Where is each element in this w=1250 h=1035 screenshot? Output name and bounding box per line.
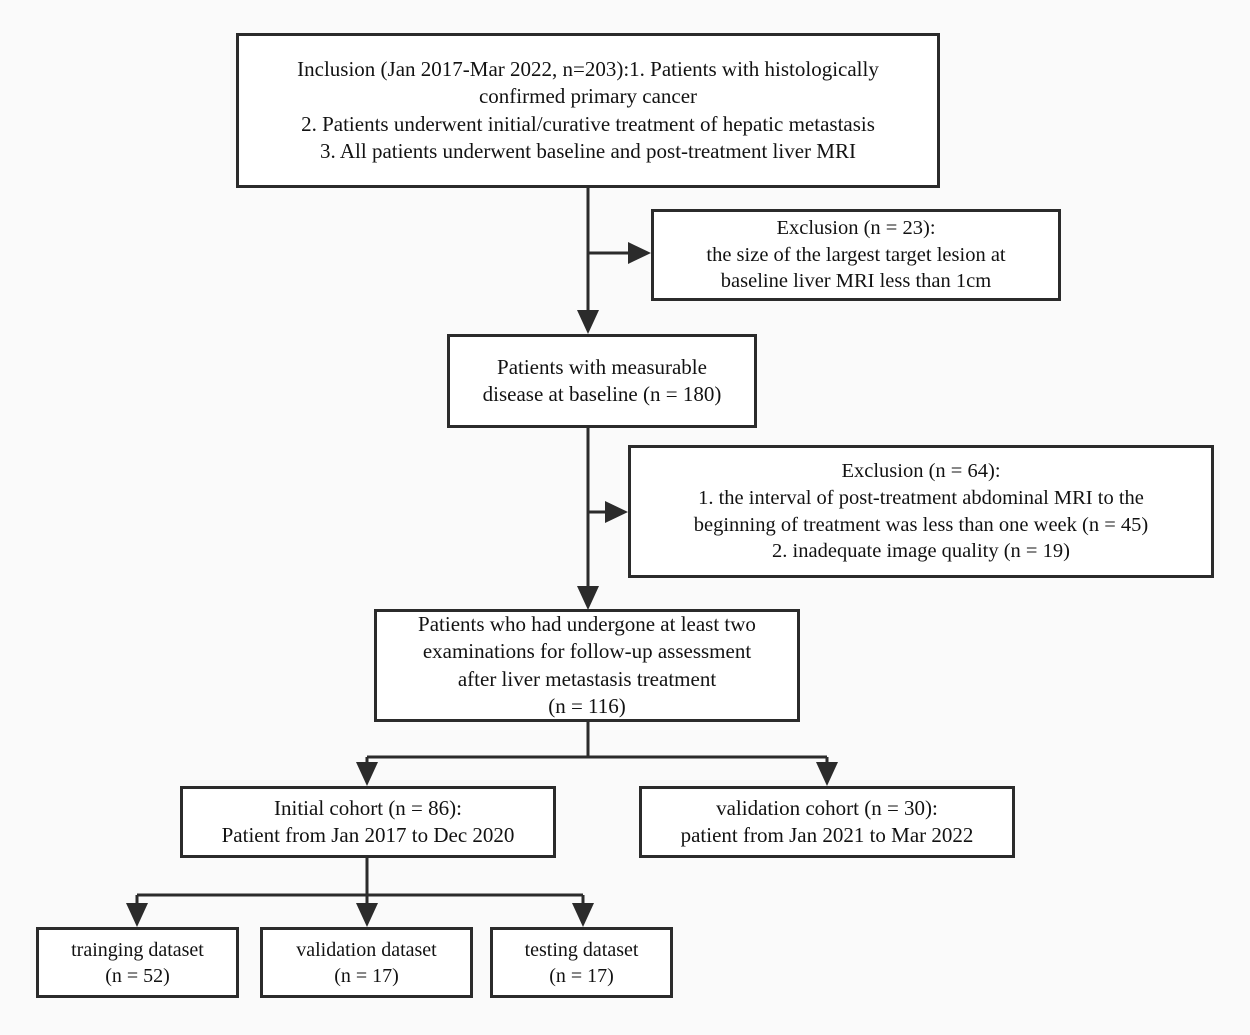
node-followup-patients[interactable]: Patients who had undergone at least two …	[374, 609, 800, 722]
node-validation-cohort-line-2: patient from Jan 2021 to Mar 2022	[680, 823, 974, 847]
arrowhead-followup	[577, 586, 599, 610]
node-initial-cohort[interactable]: Initial cohort (n = 86): Patient from Ja…	[180, 786, 556, 858]
arrowhead-validation-cohort	[816, 762, 838, 786]
node-training-dataset-line-1: trainging dataset	[71, 938, 204, 961]
node-testing-dataset-line-2: (n = 17)	[549, 964, 614, 987]
node-initial-cohort-line-1: Initial cohort (n = 86):	[274, 795, 462, 820]
node-followup-line-4: (n = 116)	[548, 693, 626, 718]
node-validation-cohort-line-1: validation cohort (n = 30):	[716, 795, 938, 820]
node-measurable-disease[interactable]: Patients with measurable disease at base…	[447, 334, 757, 428]
node-validation-dataset-line-1: validation dataset	[296, 938, 437, 961]
node-initial-cohort-line-2: Patient from Jan 2017 to Dec 2020	[221, 823, 515, 847]
arrowhead-training-dataset	[126, 903, 148, 927]
node-measurable-line-2: disease at baseline (n = 180)	[482, 382, 722, 406]
arrowhead-testing-dataset	[572, 903, 594, 927]
node-testing-dataset[interactable]: testing dataset (n = 17)	[490, 927, 673, 998]
arrowhead-measurable	[577, 310, 599, 334]
arrowhead-exclusion2	[605, 501, 628, 523]
node-inclusion-line-2: confirmed primary cancer	[478, 84, 698, 109]
node-testing-dataset-line-1: testing dataset	[524, 938, 639, 961]
node-exclusion-2-line-3: beginning of treatment was less than one…	[693, 513, 1149, 536]
arrowhead-exclusion1	[628, 242, 651, 264]
node-inclusion[interactable]: Inclusion (Jan 2017-Mar 2022, n=203):1. …	[236, 33, 940, 188]
arrowhead-validation-dataset	[356, 903, 378, 927]
node-inclusion-line-4: 3. All patients underwent baseline and p…	[320, 138, 856, 163]
node-exclusion-2-line-1: Exclusion (n = 64):	[841, 460, 1001, 483]
node-inclusion-line-1: Inclusion (Jan 2017-Mar 2022, n=203):1. …	[297, 56, 879, 81]
arrowhead-initial-cohort	[356, 762, 378, 786]
node-validation-dataset-line-2: (n = 17)	[334, 964, 399, 987]
node-exclusion-1-line-3: baseline liver MRI less than 1cm	[720, 270, 992, 293]
node-validation-cohort[interactable]: validation cohort (n = 30): patient from…	[639, 786, 1015, 858]
node-followup-line-1: Patients who had undergone at least two	[418, 611, 756, 636]
node-exclusion-2-line-2: 1. the interval of post-treatment abdomi…	[698, 486, 1144, 509]
node-exclusion-1-line-2: the size of the largest target lesion at	[706, 243, 1006, 266]
node-exclusion-2-line-4: 2. inadequate image quality (n = 19)	[772, 540, 1070, 563]
node-training-dataset-line-2: (n = 52)	[105, 964, 170, 987]
node-validation-dataset[interactable]: validation dataset (n = 17)	[260, 927, 473, 998]
node-measurable-line-1: Patients with measurable	[497, 354, 707, 379]
node-training-dataset[interactable]: trainging dataset (n = 52)	[36, 927, 239, 998]
node-exclusion-2[interactable]: Exclusion (n = 64): 1. the interval of p…	[628, 445, 1214, 578]
node-followup-line-2: examinations for follow-up assessment	[422, 639, 752, 664]
node-inclusion-line-3: 2. Patients underwent initial/curative t…	[301, 111, 875, 136]
node-followup-line-3: after liver metastasis treatment	[457, 666, 717, 691]
node-exclusion-1[interactable]: Exclusion (n = 23): the size of the larg…	[651, 209, 1061, 301]
node-exclusion-1-line-1: Exclusion (n = 23):	[776, 217, 936, 240]
